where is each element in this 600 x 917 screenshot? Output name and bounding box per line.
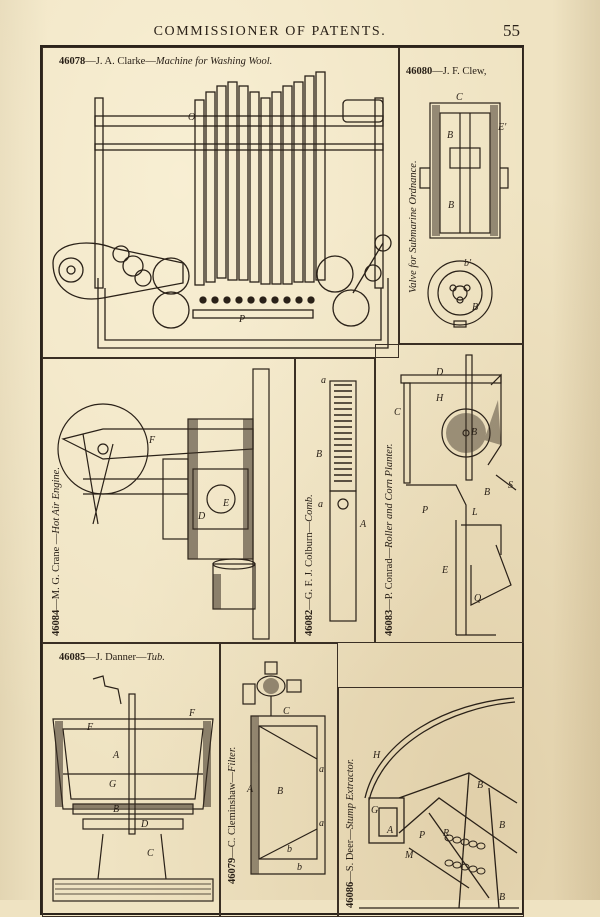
fig-letter: C xyxy=(394,407,401,418)
fig-letter: G xyxy=(371,805,378,816)
fig-letter: B xyxy=(499,820,505,831)
fig-letter: C xyxy=(147,848,154,859)
fig-letter: A xyxy=(359,519,367,530)
fig-letter: E xyxy=(441,565,448,576)
panel-46080: 46080—J. F. Clew, Valve for Submarine Or… xyxy=(399,47,524,344)
fig-letter: E' xyxy=(497,122,507,133)
fig-letter: P xyxy=(421,505,428,516)
fig-letter: F xyxy=(148,435,156,446)
fig-letter: B xyxy=(448,200,454,211)
page-number: 55 xyxy=(503,21,520,40)
panel-46084: 46084—M. G. Crane —Hot Air Engine. xyxy=(42,358,295,643)
inventor: J. Danner xyxy=(95,652,136,663)
fig-letter: A xyxy=(246,784,254,795)
fig-letter: C xyxy=(283,706,290,717)
caption-46085: 46085—J. Danner—Tub. xyxy=(59,652,165,663)
fig-letter: D xyxy=(140,819,149,830)
fig-letter: B xyxy=(477,780,483,791)
panel-46083: 46083—P. Conrad—Roller and Corn Planter. xyxy=(375,344,524,643)
fig-letter: B xyxy=(484,487,490,498)
fig-letter: P xyxy=(238,314,245,325)
fig-letter: G xyxy=(109,779,116,790)
panel-46085: 46085—J. Danner—Tub. xyxy=(42,643,220,917)
invention-title: Tub. xyxy=(146,652,165,663)
fig-letter: B xyxy=(316,449,322,460)
valve-drawing: C E' B B b' B xyxy=(419,92,509,328)
fig-letter: D xyxy=(197,511,206,522)
stump-extractor-drawing: H G A P B B M R B xyxy=(359,697,519,909)
fig-letter: B xyxy=(447,130,453,141)
comb-drawing: a B A a xyxy=(316,375,367,622)
caption-46078: 46078—J. A. Clarke—Machine for Washing W… xyxy=(59,56,273,67)
inventor: J. F. Clew, xyxy=(442,66,487,77)
fig-letter: b' xyxy=(464,258,472,269)
filter-drawing: A B C a a b b xyxy=(242,661,326,875)
fig-letter: C xyxy=(456,92,463,103)
fig-letter: P xyxy=(418,830,425,841)
fig-letter: L xyxy=(471,507,478,518)
fig-letter: F xyxy=(86,722,94,733)
caption-46080: 46080—J. F. Clew, xyxy=(406,66,487,77)
patent-number: 46078 xyxy=(59,56,86,67)
panel-46078: 46078—J. A. Clarke—Machine for Washing W… xyxy=(42,47,399,358)
fig-letter: O xyxy=(188,112,195,123)
patent-number: 46085 xyxy=(59,652,86,663)
tub-drawing: F F A G B D C xyxy=(52,675,214,902)
fig-letter: Q xyxy=(474,593,482,604)
inventor: J. A. Clarke xyxy=(95,56,146,67)
fig-letter: B xyxy=(277,786,283,797)
fig-letter: A xyxy=(386,825,394,836)
fig-letter: H xyxy=(435,393,444,404)
patent-number: 46080 xyxy=(406,66,433,77)
fig-letter: R xyxy=(442,828,449,839)
invention-title: Machine for Washing Wool. xyxy=(155,56,273,67)
fig-letter: b xyxy=(297,862,302,873)
fig-letter: S xyxy=(508,480,513,491)
fig-letter: B xyxy=(113,804,119,815)
fig-letter: b xyxy=(287,844,292,855)
fig-letter: D xyxy=(435,367,444,378)
fig-letter: A xyxy=(112,750,120,761)
fig-letter: a xyxy=(318,499,323,510)
page-header-title: COMMISSIONER OF PATENTS. xyxy=(153,24,387,39)
fig-letter: M xyxy=(404,850,414,861)
panel-46079: 46079—C. Cleminshaw—Filter. A B C a a xyxy=(220,643,338,917)
fig-letter: F xyxy=(188,708,196,719)
fig-letter: B xyxy=(472,302,478,313)
fig-letter: B xyxy=(471,427,477,438)
wool-washer-drawing: O P xyxy=(52,71,392,349)
planter-drawing: D H C B B P L E Q S xyxy=(394,354,517,636)
fig-letter: a xyxy=(319,818,324,829)
fig-letter: a xyxy=(319,764,324,775)
fig-letter: H xyxy=(372,750,381,761)
fig-letter: B xyxy=(499,892,505,903)
panel-46086: 46086—S. Deer—Stump Extractor. xyxy=(338,687,524,917)
patent-plate: 46078—J. A. Clarke—Machine for Washing W… xyxy=(40,45,524,917)
panel-46082: 46082—G. F. J. Colburn—Comb. a B A xyxy=(295,358,375,643)
fig-letter: E xyxy=(222,498,229,509)
engine-drawing: F D E xyxy=(57,368,270,640)
fig-letter: a xyxy=(321,375,326,386)
